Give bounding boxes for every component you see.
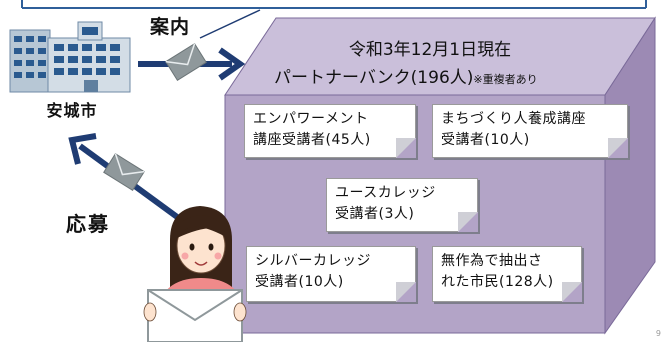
- apply-label: 応募: [66, 212, 110, 236]
- box-title: 令和3年12月1日現在: [348, 40, 512, 60]
- guide-label: 案内: [150, 16, 191, 38]
- card-line: 講座受講者(45人): [253, 132, 371, 148]
- card-random-citizens: 無作為で抽出さ れた市民(128人): [432, 246, 582, 302]
- card-youth-college: ユースカレッジ 受講者(3人): [326, 178, 478, 232]
- page-number: 9: [655, 329, 661, 338]
- card-line: 受講者(10人): [441, 132, 530, 148]
- card-line: エンパワーメント: [253, 111, 369, 127]
- envelope-icon: [165, 42, 207, 82]
- duplicate-note: ※重複者あり: [473, 73, 538, 86]
- card-line: れた市民(128人): [441, 274, 554, 290]
- card-empowerment: エンパワーメント 講座受講者(45人): [244, 104, 416, 158]
- card-line: 無作為で抽出さ: [441, 253, 543, 269]
- card-line: ユースカレッジ: [335, 185, 436, 201]
- card-machizukuri: まちづくり人養成講座 受講者(10人): [432, 104, 628, 158]
- envelope-icon: [103, 152, 145, 192]
- card-line: まちづくり人養成講座: [441, 111, 586, 127]
- card-line: シルバーカレッジ: [255, 253, 371, 269]
- held-envelope-icon: [143, 289, 247, 342]
- city-label: 安城市: [46, 101, 98, 120]
- card-silver-college: シルバーカレッジ 受講者(10人): [246, 246, 416, 302]
- box-subtitle: パートナーバンク(196人): [274, 68, 474, 88]
- city-hall-icon: [9, 21, 131, 93]
- top-frame: [21, 0, 647, 39]
- box-subtitle-row: パートナーバンク(196人)※重複者あり: [274, 66, 671, 92]
- card-line: 受講者(10人): [255, 274, 344, 290]
- card-line: 受講者(3人): [335, 206, 415, 222]
